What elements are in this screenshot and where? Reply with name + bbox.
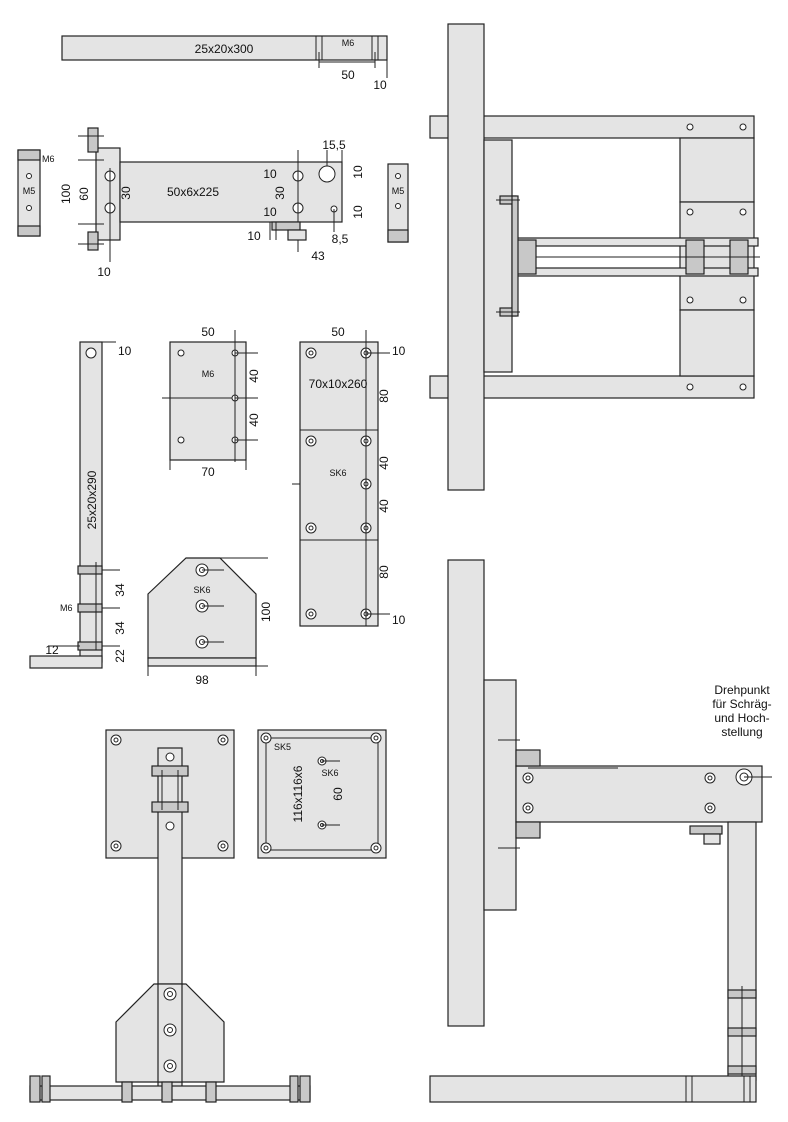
dim-100: 100: [59, 184, 73, 204]
dim-12: 12: [45, 643, 59, 657]
pivot-line-2: für Schräg-: [712, 697, 771, 711]
dim-40-a: 40: [247, 369, 261, 383]
dim-60-square: 60: [331, 787, 345, 801]
dim-43: 43: [311, 249, 325, 263]
dim-98: 98: [195, 673, 209, 687]
dim-10-a: 10: [263, 167, 277, 181]
dim-10: 10: [373, 78, 387, 92]
dim-80-b: 80: [377, 565, 391, 579]
m5-label-left: M5: [23, 186, 36, 196]
bar-top-label: 25x20x300: [195, 42, 254, 56]
sk5-label: SK5: [274, 742, 291, 752]
flat-bar-label: 50x6x225: [167, 185, 219, 199]
dim-60: 60: [77, 187, 91, 201]
dim-10-long-top: 10: [392, 344, 406, 358]
dim-100-trap: 100: [259, 602, 273, 622]
dim-34-b: 34: [113, 621, 127, 635]
m6-label-upright: M6: [60, 603, 73, 613]
dim-30-right: 30: [273, 186, 287, 200]
dim-10-b: 10: [263, 205, 277, 219]
dim-10-d: 10: [351, 205, 365, 219]
dim-15-5: 15,5: [322, 138, 346, 152]
m6-label: M6: [342, 38, 355, 48]
square-plate: SK5 SK6 116x116x6 60: [257, 729, 387, 859]
base-assembly: [29, 729, 311, 1103]
top-view-assembly: [429, 23, 760, 491]
bar-25x20x300: 25x20x300 M6 50 10: [61, 35, 388, 92]
small-plate: 50 M6 40 40 70: [162, 325, 261, 479]
upright-label: 25x20x290: [85, 470, 99, 529]
upright-25x20x290: 10 25x20x290 M6 34 34 22 12: [29, 341, 132, 669]
long-plate: 50 10 70x10x260 80 SK6 40 40 80 10: [292, 325, 406, 627]
dim-10-e: 10: [247, 229, 261, 243]
dim-80-a: 80: [377, 389, 391, 403]
dim-8-5: 8,5: [332, 232, 349, 246]
dim-10-c: 10: [351, 165, 365, 179]
m6-label-left: M6: [42, 154, 55, 164]
dim-30-left: 30: [119, 186, 133, 200]
dim-34-a: 34: [113, 583, 127, 597]
trapezoid-plate: SK6 100 98: [147, 557, 273, 687]
square-plate-label: 116x116x6: [291, 765, 305, 822]
dim-10-long-bottom: 10: [392, 613, 406, 627]
dim-40-c: 40: [377, 456, 391, 470]
side-view-assembly: Drehpunkt für Schräg- und Hoch- stellung: [429, 559, 772, 1103]
flat-bar-assembly: M6 M5 50x6x225 100 60 30 30 10 10: [17, 127, 409, 279]
long-plate-label: 70x10x260: [309, 377, 368, 391]
dim-10-f: 10: [97, 265, 111, 279]
pivot-line-3: und Hoch-: [714, 711, 769, 725]
m5-label-right: M5: [392, 186, 405, 196]
pivot-line-4: stellung: [721, 725, 762, 739]
sk6-label-long: SK6: [329, 468, 346, 478]
dim-50-long: 50: [331, 325, 345, 339]
sk6-label-square: SK6: [321, 768, 338, 778]
sk6-label-trap: SK6: [193, 585, 210, 595]
dim-50-small: 50: [201, 325, 215, 339]
m6-label-small: M6: [202, 369, 215, 379]
dim-40-d: 40: [377, 499, 391, 513]
dim-10-upright: 10: [118, 344, 132, 358]
dim-22: 22: [113, 649, 127, 663]
dim-50: 50: [341, 68, 355, 82]
dim-40-b: 40: [247, 413, 261, 427]
pivot-line-1: Drehpunkt: [714, 683, 770, 697]
dim-70: 70: [201, 465, 215, 479]
